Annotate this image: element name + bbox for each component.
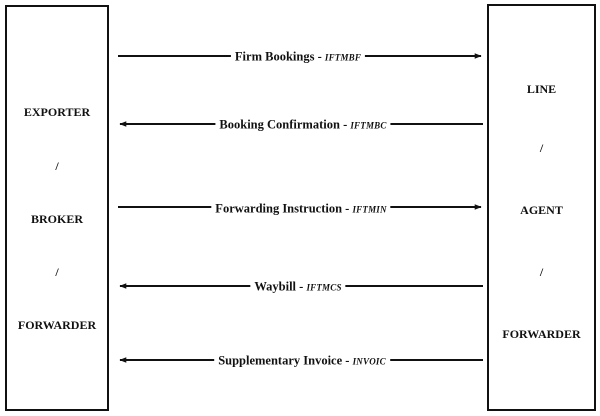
message-code: IFTMBF bbox=[324, 52, 362, 63]
message-code: IFTMIN bbox=[352, 204, 387, 215]
right-party-line-1: LINE bbox=[526, 82, 557, 96]
left-party-line-1: EXPORTER bbox=[23, 105, 91, 119]
line-agent-forwarder-box: LINE / AGENT / FORWARDER bbox=[487, 4, 596, 411]
message-name: Supplementary Invoice bbox=[218, 353, 343, 368]
exporter-broker-forwarder-box: EXPORTER / BROKER / FORWARDER bbox=[5, 5, 109, 411]
message-name: Booking Confirmation bbox=[219, 117, 340, 132]
message-separator: - bbox=[296, 279, 307, 294]
right-party-line-2: / bbox=[539, 141, 544, 155]
message-label-waybill: Waybill - IFTMCS bbox=[250, 279, 346, 295]
message-code: IFTMCS bbox=[306, 282, 342, 293]
message-name: Forwarding Instruction bbox=[215, 201, 343, 216]
right-party-line-5: FORWARDER bbox=[502, 327, 581, 341]
message-code: INVOIC bbox=[352, 356, 386, 367]
right-party-line-4: / bbox=[539, 265, 544, 279]
left-party-line-2: / bbox=[55, 159, 59, 173]
right-party-line-3: AGENT bbox=[520, 203, 563, 217]
left-party-line-3: BROKER bbox=[30, 212, 83, 226]
message-separator: - bbox=[314, 49, 325, 64]
message-separator: - bbox=[342, 201, 353, 216]
message-label-supplementary-invoice: Supplementary Invoice - INVOIC bbox=[214, 353, 390, 369]
message-separator: - bbox=[342, 353, 353, 368]
message-separator: - bbox=[339, 117, 351, 132]
message-code: IFTMBC bbox=[350, 120, 387, 131]
message-name: Firm Bookings bbox=[234, 49, 315, 64]
message-name: Waybill bbox=[254, 279, 297, 294]
message-label-firm-bookings: Firm Bookings - IFTMBF bbox=[230, 49, 366, 65]
left-party-line-4: / bbox=[55, 265, 59, 279]
message-label-forwarding-instruction: Forwarding Instruction - IFTMIN bbox=[211, 201, 391, 217]
message-label-booking-confirmation: Booking Confirmation - IFTMBC bbox=[215, 117, 391, 133]
left-party-line-5: FORWARDER bbox=[17, 318, 97, 332]
